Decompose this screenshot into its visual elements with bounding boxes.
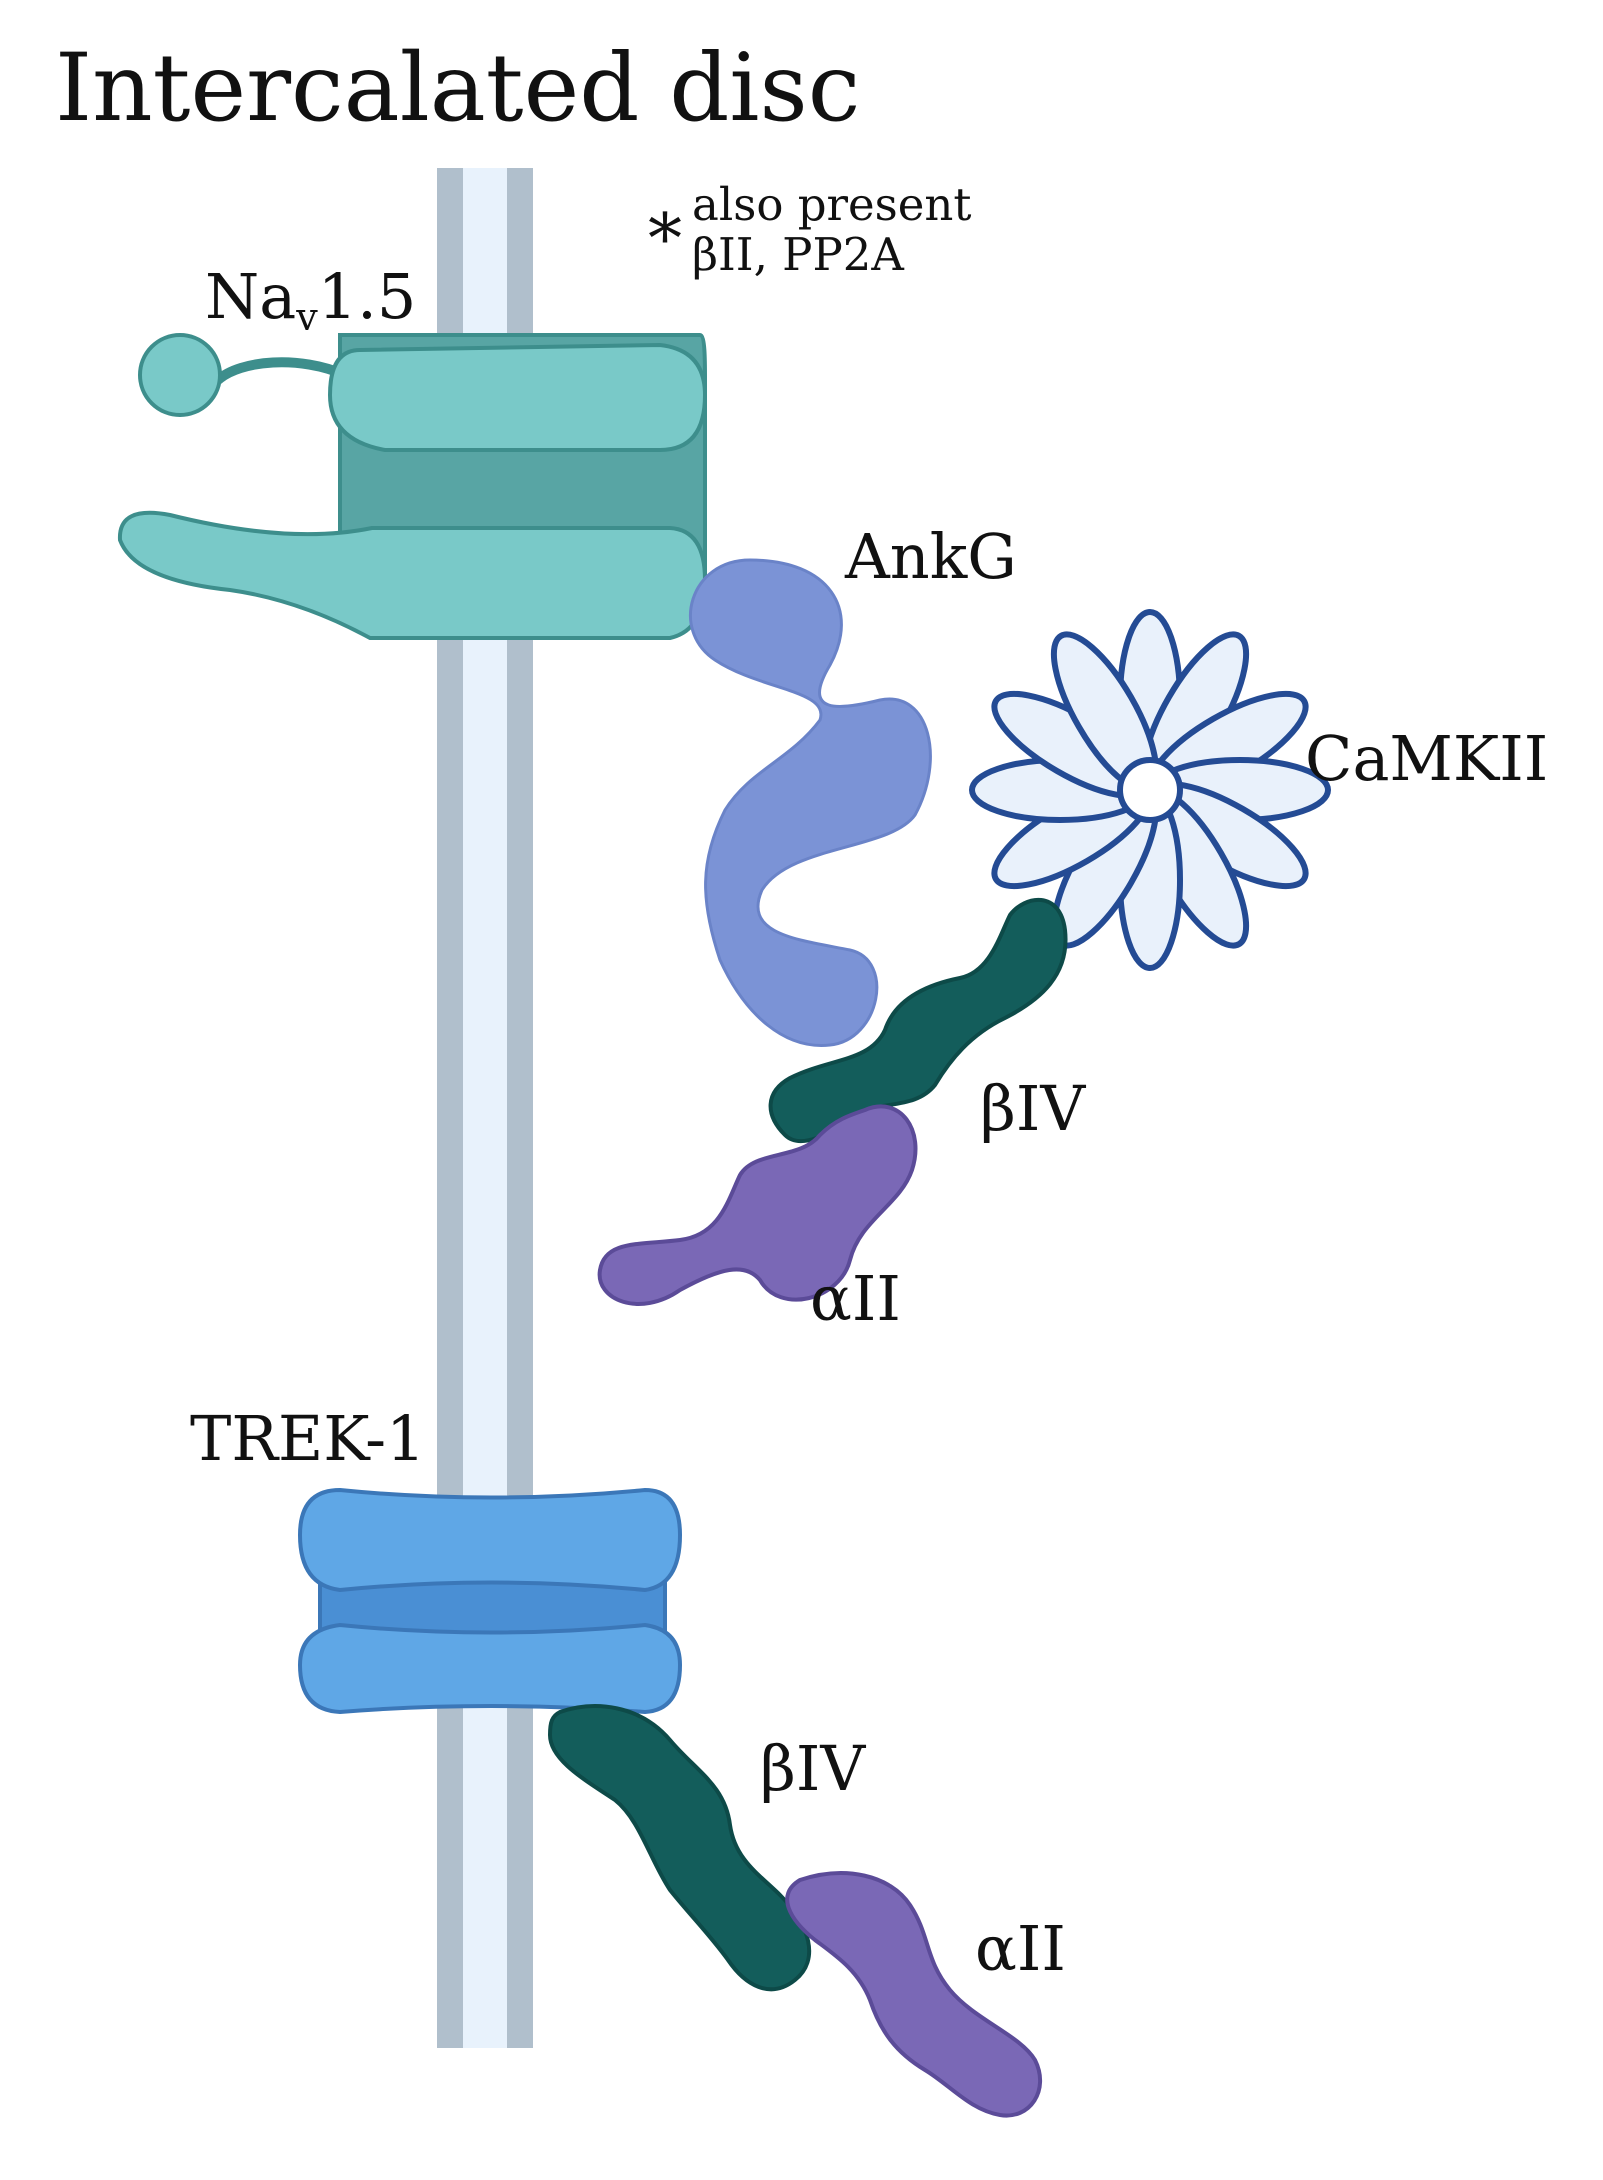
nav-upper-lobe [327, 342, 708, 452]
ankg-label: AnkG [844, 520, 1017, 593]
alpha-ii-upper-body [597, 1104, 918, 1306]
camkii-petals [969, 609, 1331, 971]
nav-label-base: Na [205, 260, 296, 333]
trek1-lower-lobe [297, 1622, 683, 1715]
beta-iv-lower-body [547, 1704, 812, 1992]
nav1-5-channel: Nav1.5 [117, 260, 708, 640]
alpha-ii-upper: αII [597, 1104, 918, 1335]
alpha-ii-lower-label: αII [975, 1912, 1066, 1985]
ankg-body [689, 558, 932, 1047]
nav-tether [214, 357, 348, 384]
camkii-protein [969, 609, 1331, 971]
nav-ball-domain [138, 333, 222, 417]
camkii-hub [1117, 757, 1183, 823]
nav1-5-label: Nav1.5 [205, 260, 416, 339]
nav-lower-lobe [117, 510, 708, 640]
trek1-label: TREK-1 [190, 1402, 426, 1475]
beta-iv-upper-label: βIV [980, 1072, 1086, 1145]
beta-iv-lower: βIV [547, 1704, 866, 1992]
alpha-ii-upper-label: αII [810, 1262, 901, 1335]
alpha-ii-lower-body [785, 1871, 1042, 2118]
camkii-label: CaMKII [1305, 722, 1548, 795]
note-line-1: also present [692, 178, 971, 231]
note-line-2: βII, PP2A [692, 228, 904, 281]
trek1-channel: TREK-1 [190, 1402, 683, 1715]
also-present-note: * also present βII, PP2A [648, 178, 971, 281]
note-asterisk: * [648, 200, 682, 279]
alpha-ii-lower: αII [785, 1871, 1066, 2118]
ankg-protein: AnkG [689, 520, 1017, 1047]
diagram-title: Intercalated disc [55, 34, 860, 143]
nav-label-rest: 1.5 [318, 260, 417, 333]
beta-iv-lower-label: βIV [760, 1732, 866, 1805]
beta-iv-upper: βIV [768, 897, 1086, 1145]
nav-label-subscript: v [295, 295, 318, 339]
trek1-upper-lobe [297, 1487, 683, 1593]
